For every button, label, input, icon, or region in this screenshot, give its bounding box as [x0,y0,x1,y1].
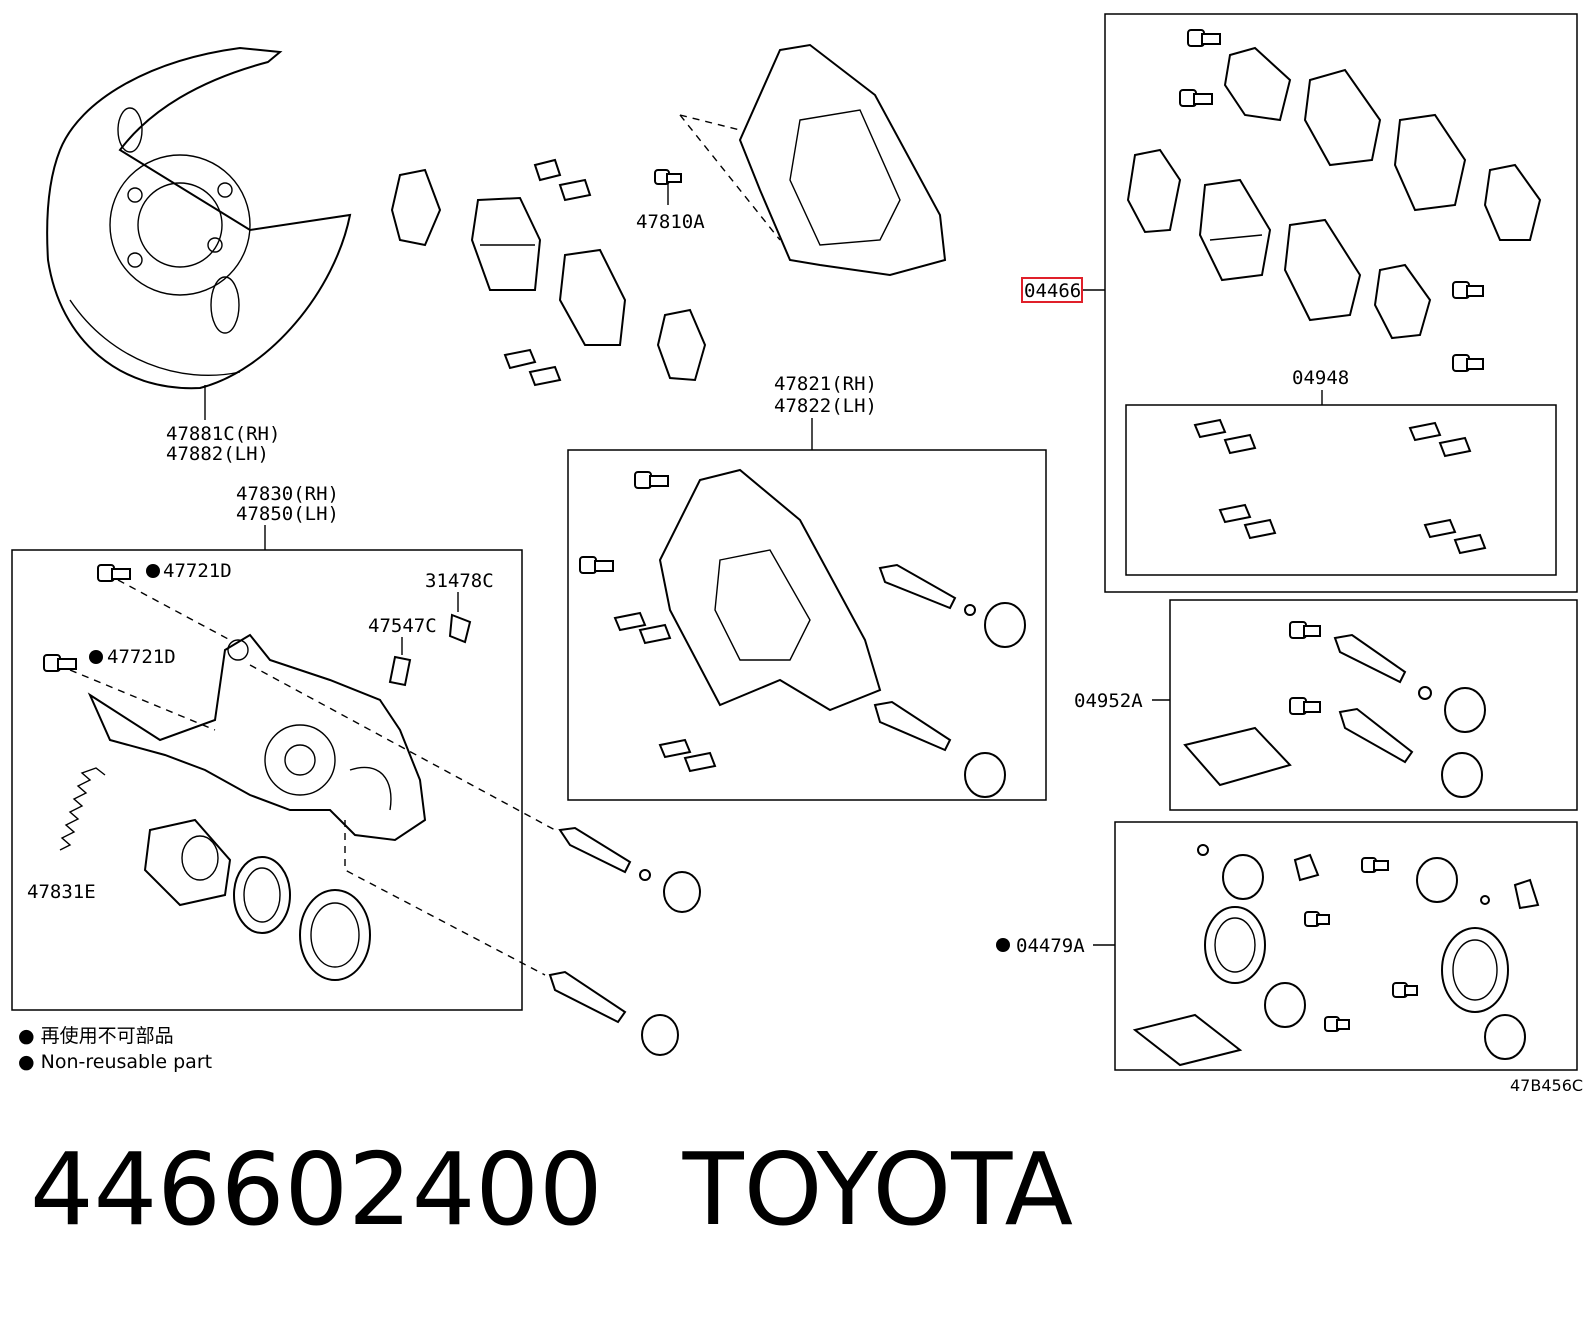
mounting-bracket-part [579,468,1026,798]
repair-kit-parts [1132,844,1540,1067]
caliper-assy-box [11,549,523,1011]
repair-kit-label: 04479A [1016,935,1085,957]
diagram-code: 47B456C [1510,1076,1583,1095]
slide-pin-kit-label: 04952A [1074,690,1143,712]
dust-cover-rh-label: 47881C(RH) [166,423,280,445]
brake-parts-diagram: 47881C(RH) 47882(LH) 47810A 47830(RH) 47… [11,13,1583,1095]
piston-part [143,818,371,981]
pad-kit-box [1104,13,1578,593]
slide-pin-kit-box [1169,599,1578,811]
part-number: 446602400 [30,1131,603,1248]
mounting-rh-label: 47821(RH) [774,373,877,395]
bleeder-label: 47547C [368,615,437,637]
fitting-kit-box [1125,404,1557,576]
bolt-upper-label: 47721D [163,560,232,582]
non-reusable-bullet-kit [996,938,1010,952]
caliper-rh-label: 47830(RH) [236,483,339,505]
caliper-lh-label: 47850(LH) [236,503,339,525]
slide-pin-kit-parts [1183,621,1486,798]
caliper-body-part [87,633,427,842]
fitting-kit-parts [1193,418,1487,555]
fitting-kit-label: 04948 [1292,367,1349,389]
dust-cover-part [46,46,352,390]
non-reusable-bullet-upper [146,564,160,578]
pad-kit-parts [1126,29,1542,372]
pad-kit-label: 04466 [1024,280,1081,302]
brand-name: TOYOTA [682,1131,1073,1248]
cap-label: 31478C [425,570,494,592]
bleeder-part [388,655,412,687]
caliper-bolt-upper [97,564,131,582]
non-reusable-bullet-lower [89,650,103,664]
mounting-box [567,449,1047,801]
repair-kit-box [1114,821,1578,1071]
spring-label: 47831E [27,881,96,903]
bolt-lower-label: 47721D [107,646,176,668]
slide-pin-lower-part [548,826,701,1056]
caliper-bolt-lower [43,654,77,672]
mounting-lh-label: 47822(LH) [774,395,877,417]
dust-cover-lh-label: 47882(LH) [166,443,269,465]
pad-bolt-part [654,169,682,185]
pad-bolt-label: 47810A [636,211,705,233]
legend-en: ● Non-reusable part [18,1051,212,1073]
mounting-bracket-top [679,43,947,277]
legend-jp: ● 再使用不可部品 [18,1025,174,1047]
pad-shim-group [390,158,707,387]
spring-part [59,767,106,851]
pad-kit-highlight [1021,277,1083,303]
cap-part [448,613,472,644]
